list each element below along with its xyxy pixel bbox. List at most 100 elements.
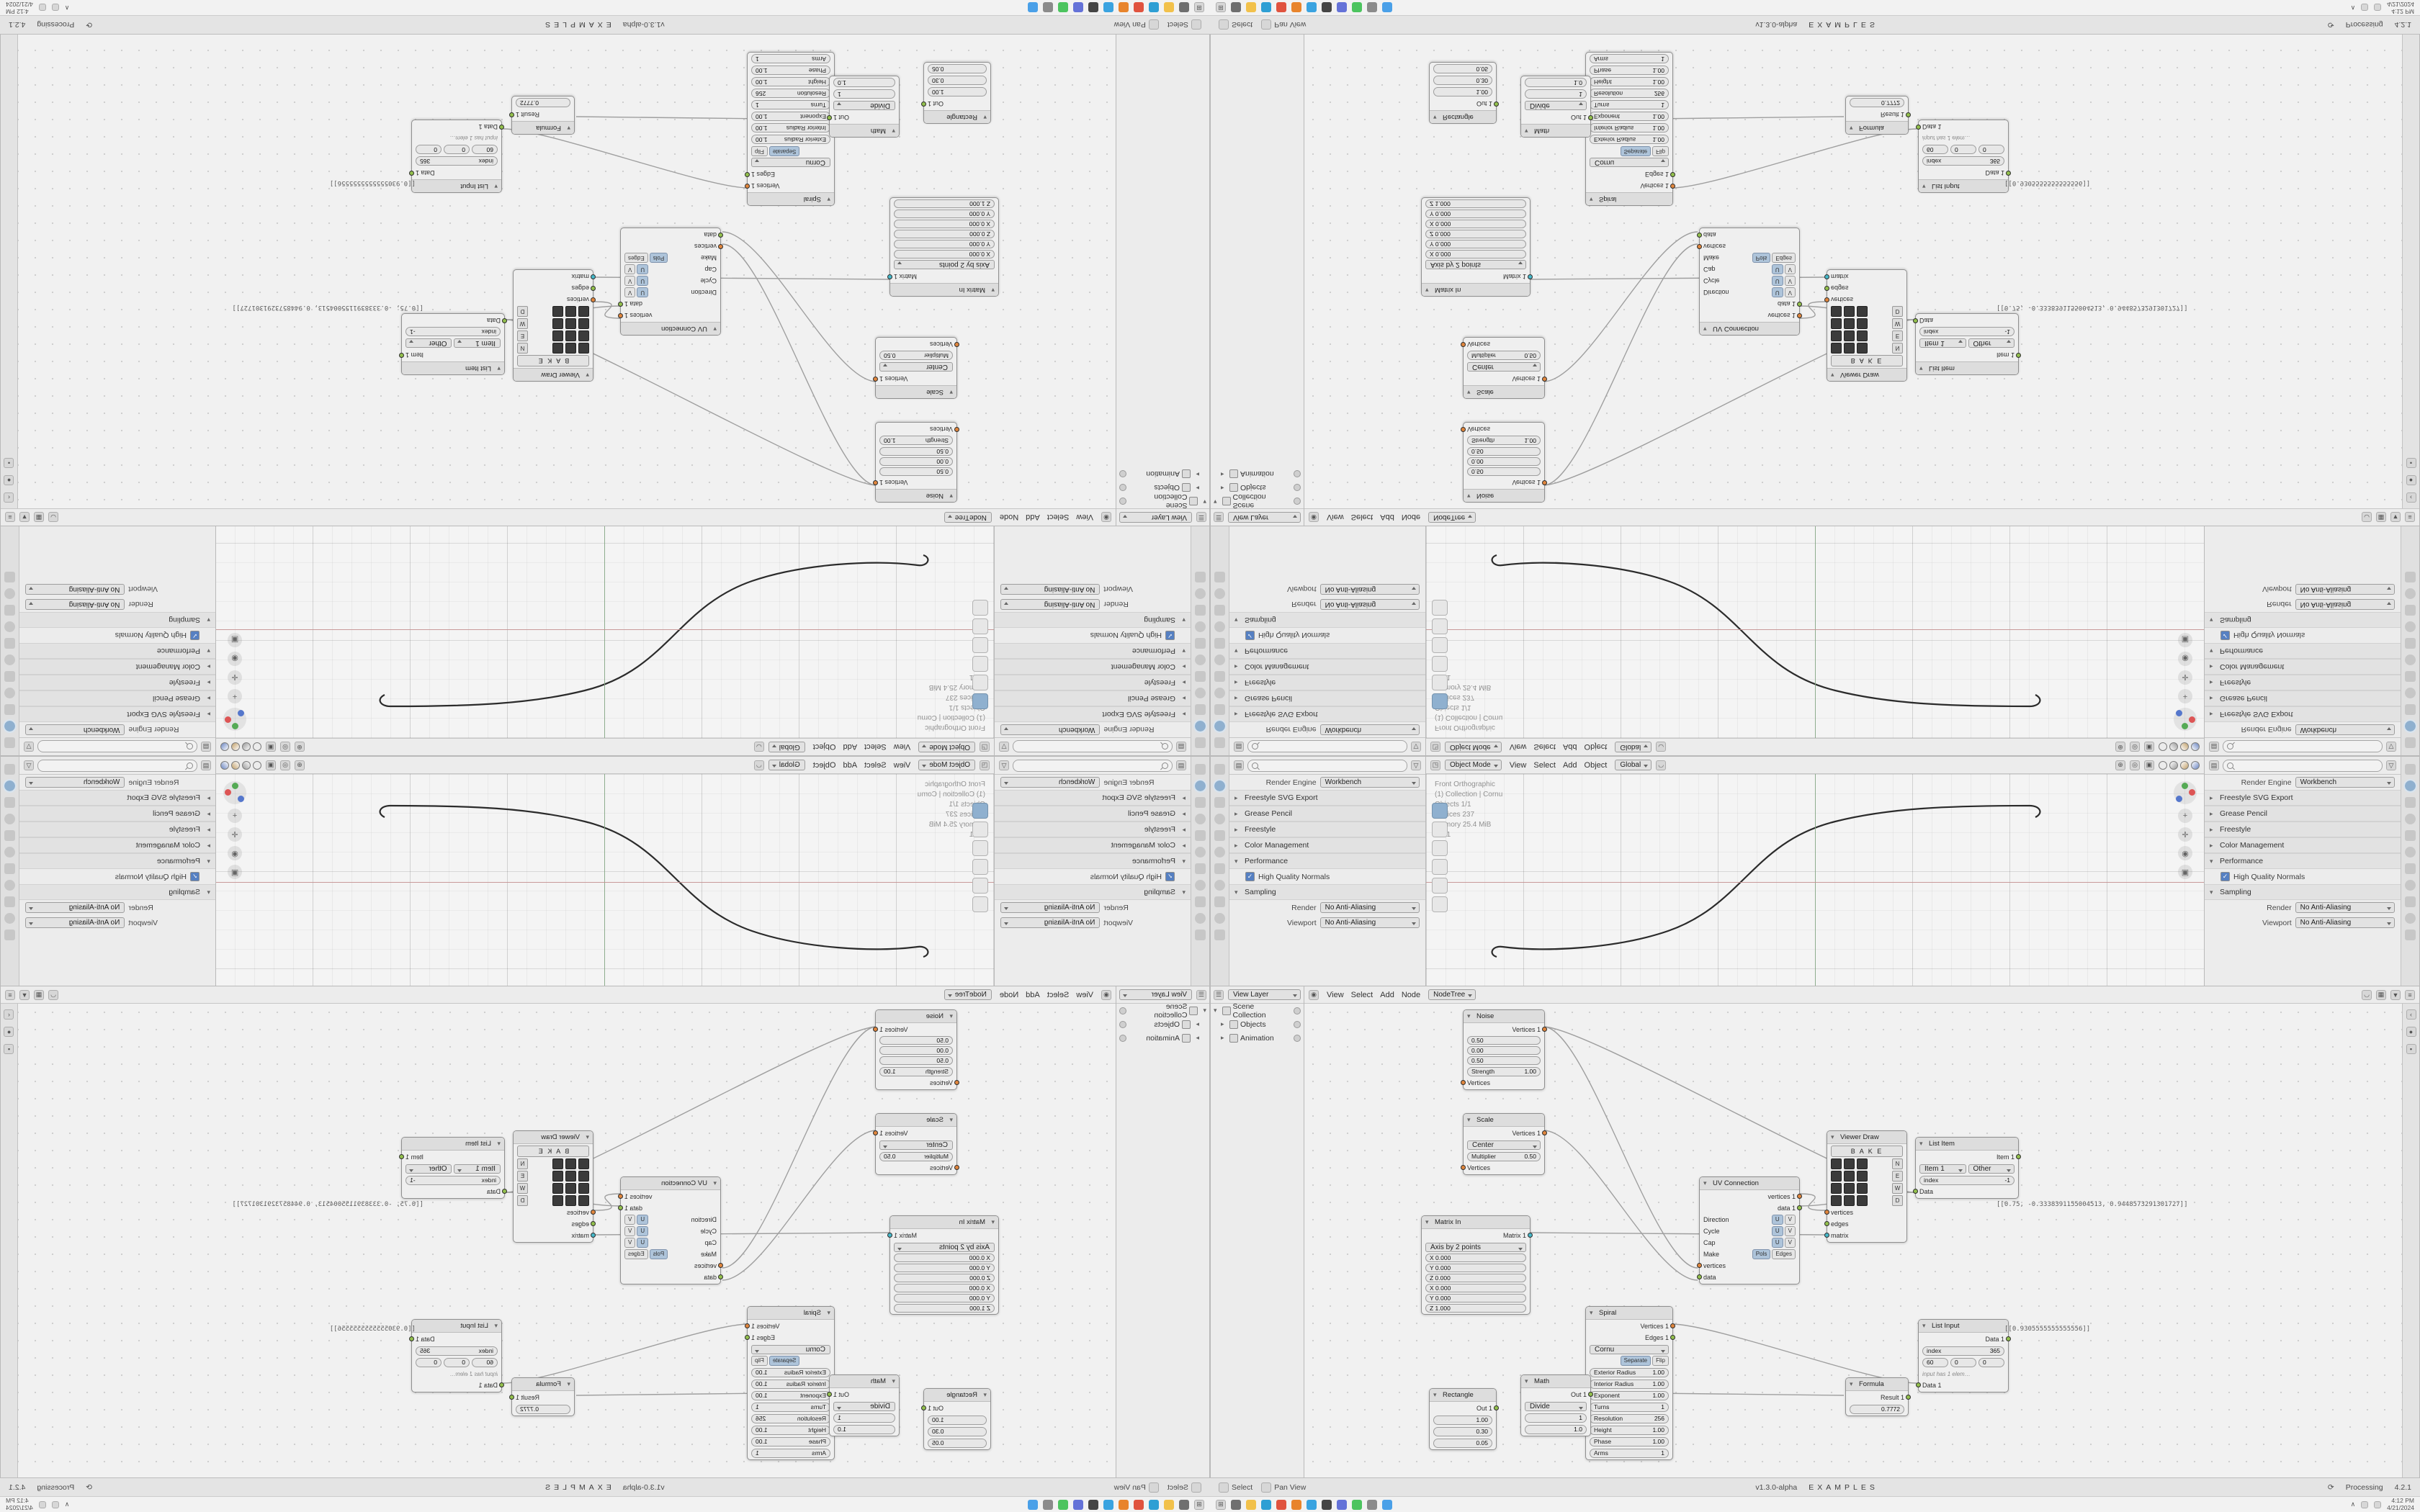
snap-magnet-icon[interactable]: ◡	[2362, 989, 2372, 1000]
enum-dropdown[interactable]: Axis by 2 points	[1425, 260, 1526, 270]
properties-tab-object-icon[interactable]	[4, 638, 15, 649]
node-header[interactable]: ▾Viewer Draw	[1827, 368, 1906, 381]
input-socket[interactable]	[1824, 297, 1829, 302]
expand-caret-icon[interactable]: ▸	[1221, 485, 1224, 492]
properties-tab-data-icon[interactable]	[1195, 930, 1206, 940]
input-socket[interactable]	[591, 1210, 596, 1215]
item-tab-icon[interactable]: ▪	[4, 1044, 14, 1054]
vector-component-field[interactable]: X 0.000	[894, 220, 995, 228]
tool-select-box-button[interactable]	[1432, 693, 1448, 709]
tool-cursor-button[interactable]	[1432, 675, 1448, 690]
orientation-dropdown[interactable]: Global	[768, 742, 805, 752]
node-tree-selector[interactable]: NodeTree	[944, 989, 992, 1000]
properties-tab-constraints-icon[interactable]	[1214, 588, 1225, 599]
enum-dropdown[interactable]: Other	[405, 338, 452, 348]
node-header[interactable]: ▾Scale	[876, 385, 956, 398]
output-socket[interactable]	[873, 377, 878, 382]
collapse-icon[interactable]: ▾	[983, 1391, 987, 1398]
outliner-row-animation[interactable]: ▸Animation	[1211, 1031, 1304, 1045]
collapse-icon[interactable]: ▾	[1703, 325, 1707, 333]
render-engine-dropdown[interactable]: Workbench	[25, 724, 125, 735]
collapse-icon[interactable]: ▾	[1590, 1309, 1593, 1316]
volume-icon[interactable]	[2374, 1500, 2382, 1508]
expand-caret-icon[interactable]: ▸	[1196, 471, 1199, 478]
render-engine-dropdown[interactable]: Workbench	[1000, 724, 1101, 735]
menu-object[interactable]: Object	[1584, 760, 1608, 770]
network-icon[interactable]	[51, 4, 59, 12]
overlap-toggle-icon[interactable]: ▦	[34, 989, 44, 1000]
output-socket[interactable]	[1528, 274, 1533, 279]
node-header[interactable]: ▾Noise	[876, 489, 956, 502]
properties-tab-view-layer-icon[interactable]	[4, 688, 15, 698]
filter-funnel-icon[interactable]: ▽	[24, 760, 34, 770]
panel-header-performance[interactable]: ▾Performance	[995, 853, 1191, 869]
color-swatch[interactable]	[1844, 318, 1855, 329]
display-mode-dropdown[interactable]: View Layer	[1119, 989, 1192, 1000]
expand-caret-icon[interactable]: ▸	[1221, 471, 1224, 478]
overlap-toggle-icon[interactable]: ▦	[2376, 512, 2386, 523]
color-swatch[interactable]	[1831, 318, 1842, 329]
collapse-icon[interactable]: ▾	[1525, 1377, 1528, 1385]
node-header[interactable]: ▾Math	[1521, 124, 1590, 137]
output-socket[interactable]	[618, 1205, 623, 1210]
properties-search-input[interactable]	[2223, 740, 2383, 753]
taskbar-vscode-icon[interactable]	[1307, 2, 1317, 13]
xray-toggle-icon[interactable]: ▣	[266, 760, 276, 770]
number-field[interactable]: 0	[444, 145, 470, 155]
number-field[interactable]: 1.00	[928, 87, 987, 97]
toggle-flip[interactable]: Flip	[1652, 146, 1669, 156]
vector-component-field[interactable]: 0.00	[1467, 1046, 1541, 1055]
properties-tab-constraints-icon[interactable]	[4, 588, 15, 599]
vector-component-field[interactable]: 0.50	[879, 467, 953, 476]
output-socket[interactable]	[827, 1392, 832, 1397]
color-swatch[interactable]	[552, 306, 563, 317]
color-swatch[interactable]	[578, 1158, 589, 1169]
number-field[interactable]: 0	[1950, 145, 1976, 155]
menu-add[interactable]: Add	[843, 742, 858, 752]
panel-header-freestyle-svg-export[interactable]: ▸Freestyle SVG Export	[1229, 790, 1425, 806]
gizmo-toggle-icon[interactable]: ⊕	[2115, 742, 2125, 752]
checkbox[interactable]: ✓	[2220, 631, 2230, 640]
output-socket[interactable]	[2016, 1154, 2021, 1159]
visibility-toggle-icon[interactable]	[1294, 1020, 1301, 1028]
enum-dropdown[interactable]: Center	[1467, 1140, 1541, 1150]
input-socket[interactable]	[1697, 1274, 1702, 1279]
enum-dropdown[interactable]: Axis by 2 points	[1425, 1242, 1526, 1252]
properties-tab-physics-icon[interactable]	[1195, 896, 1206, 907]
enum-dropdown[interactable]: Divide	[833, 101, 895, 111]
enum-dropdown[interactable]: Center	[879, 1140, 953, 1150]
properties-tab-modifiers-icon[interactable]	[4, 621, 15, 632]
number-field[interactable]: 1.0	[833, 78, 895, 88]
number-field[interactable]: 1.00	[928, 1415, 987, 1425]
collapse-icon[interactable]: ▾	[892, 127, 895, 135]
filter-icon[interactable]: ▼	[19, 989, 30, 1000]
number-field[interactable]: 60	[472, 145, 498, 155]
taskbar-explorer-icon[interactable]	[1164, 2, 1174, 13]
node-header[interactable]: ▾Rectangle	[1430, 1389, 1496, 1402]
properties-tab-world-icon[interactable]	[1214, 847, 1225, 858]
viewport-canvas[interactable]: Front Orthographic(1) Collection | Cornu…	[1426, 526, 2204, 738]
toggle-v[interactable]: V	[1784, 276, 1796, 286]
options-icon[interactable]: ≡	[5, 512, 15, 523]
tool-cursor-button[interactable]	[1432, 822, 1448, 837]
number-field[interactable]: 60	[472, 1357, 498, 1367]
tool-annotate-button[interactable]	[1432, 896, 1448, 912]
number-field[interactable]: 1.00	[1433, 1415, 1492, 1425]
node-header[interactable]: ▾Viewer Draw	[1827, 1131, 1906, 1144]
display-mode-dropdown[interactable]: View Layer	[1228, 989, 1301, 1000]
navigation-gizmo[interactable]	[2174, 708, 2197, 731]
panel-header-color-management[interactable]: ▸Color Management	[19, 837, 215, 853]
menu-add[interactable]: Add	[1562, 742, 1577, 752]
outliner-icon[interactable]: ☰	[1214, 512, 1224, 523]
